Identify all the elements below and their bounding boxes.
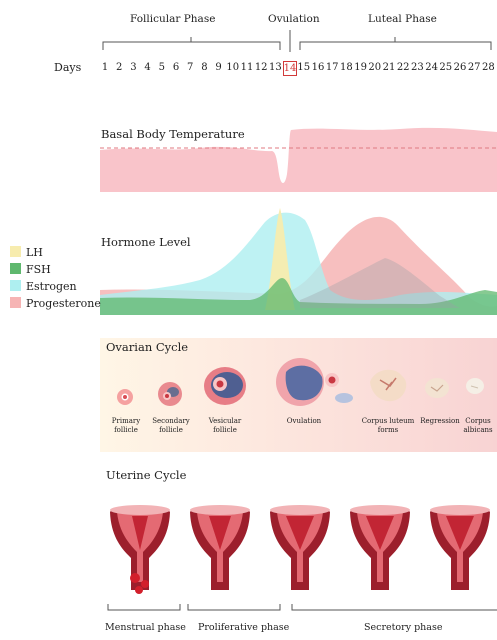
days-label: Days xyxy=(54,61,82,74)
basal-chart xyxy=(100,127,497,192)
luteal-bracket xyxy=(299,41,492,50)
day-16: 16 xyxy=(311,62,325,73)
uterus-secretory-late-icon xyxy=(430,505,490,590)
fsh-label: FSH xyxy=(26,263,51,276)
uterine-phase-brackets xyxy=(107,604,497,611)
basal-temperature-area xyxy=(100,127,497,192)
follicular-phase-label: Follicular Phase xyxy=(130,13,216,25)
day-7: 7 xyxy=(187,62,194,73)
menstrual-phase-label: Menstrual phase xyxy=(105,622,186,633)
day-15: 15 xyxy=(297,62,311,73)
day-25: 25 xyxy=(439,62,453,73)
stage-label-vesicular: Vesicular follicle xyxy=(208,417,242,434)
ovulation-label: Ovulation xyxy=(268,13,320,25)
day-4: 4 xyxy=(144,62,151,73)
ovarian-title: Ovarian Cycle xyxy=(106,340,189,354)
hormone-chart xyxy=(100,208,497,315)
day-3: 3 xyxy=(130,62,137,73)
uterine-title: Uterine Cycle xyxy=(106,468,187,482)
day-22: 22 xyxy=(396,62,410,73)
ovulation-icon xyxy=(276,358,353,406)
legend-progesterone: Progesterone xyxy=(10,297,101,311)
phase-brackets xyxy=(102,30,492,52)
progesterone-area xyxy=(100,216,497,315)
legend-fsh: FSH xyxy=(10,263,51,277)
proliferative-bracket xyxy=(187,604,281,611)
day-23: 23 xyxy=(411,62,424,73)
ovarian-stages-graphic xyxy=(117,358,484,406)
fsh-area xyxy=(100,278,497,315)
legend-lh: LH xyxy=(10,246,43,260)
day-12: 12 xyxy=(254,62,268,73)
uterus-secretory-early-icon xyxy=(270,505,330,590)
day-14: 14 xyxy=(282,61,297,76)
menstrual-bracket xyxy=(107,604,181,611)
corpus-albicans-icon xyxy=(466,378,484,394)
day-6: 6 xyxy=(172,62,180,73)
estrogen-label: Estrogen xyxy=(26,280,77,293)
regression-icon xyxy=(425,378,449,398)
day-10: 10 xyxy=(226,62,240,73)
stage-label-ovulation: Ovulation xyxy=(286,417,322,425)
hormone-title: Hormone Level xyxy=(101,235,191,249)
estrogen-area xyxy=(100,212,497,315)
day-26: 26 xyxy=(453,62,467,73)
day-20: 20 xyxy=(368,62,382,73)
day-11: 11 xyxy=(240,62,254,73)
day-1: 1 xyxy=(101,62,109,73)
day-13: 13 xyxy=(269,62,282,73)
day-18: 18 xyxy=(340,62,353,73)
lh-swatch xyxy=(10,246,21,257)
estrogen-swatch xyxy=(10,280,21,291)
day-21: 21 xyxy=(382,62,396,73)
stage-label-corpus-luteum: Corpus luteum forms xyxy=(361,417,415,434)
proliferative-phase-label: Proliferative phase xyxy=(198,622,290,633)
luteal-phase-label: Luteal Phase xyxy=(368,13,437,25)
lh-label: LH xyxy=(26,246,43,259)
stage-label-corpus-albicans: Corpus albicans xyxy=(463,417,493,434)
day-24: 24 xyxy=(425,62,438,73)
day-17: 17 xyxy=(325,62,339,73)
day-28: 28 xyxy=(482,62,495,73)
day-8: 8 xyxy=(201,62,208,73)
stage-label-regression: Regression xyxy=(420,417,460,425)
day-27: 27 xyxy=(467,62,481,73)
legend-estrogen: Estrogen xyxy=(10,280,77,294)
uterus-row xyxy=(0,498,497,598)
day-9: 9 xyxy=(215,62,222,73)
corpus-luteum-icon xyxy=(370,369,407,402)
overlap-grey-area xyxy=(300,258,460,308)
day-5: 5 xyxy=(158,62,165,73)
secretory-bracket xyxy=(291,604,497,611)
stage-label-primary: Primary follicle xyxy=(111,417,141,434)
stage-label-secondary: Secondary follicle xyxy=(152,417,190,434)
progesterone-label: Progesterone xyxy=(26,297,101,310)
uterus-proliferative-icon xyxy=(190,505,250,590)
uterus-menstrual-icon xyxy=(110,505,170,594)
secretory-phase-label: Secretory phase xyxy=(364,622,443,633)
fsh-swatch xyxy=(10,263,21,274)
progesterone-swatch xyxy=(10,297,21,308)
uterus-secretory-mid-icon xyxy=(350,505,410,590)
day-2: 2 xyxy=(116,62,123,73)
vesicular-follicle-icon xyxy=(204,367,246,405)
basal-title: Basal Body Temperature xyxy=(101,127,245,141)
primary-follicle-icon xyxy=(117,389,133,405)
follicular-bracket xyxy=(102,41,281,50)
day-19: 19 xyxy=(354,62,367,73)
secondary-follicle-icon xyxy=(158,382,182,406)
